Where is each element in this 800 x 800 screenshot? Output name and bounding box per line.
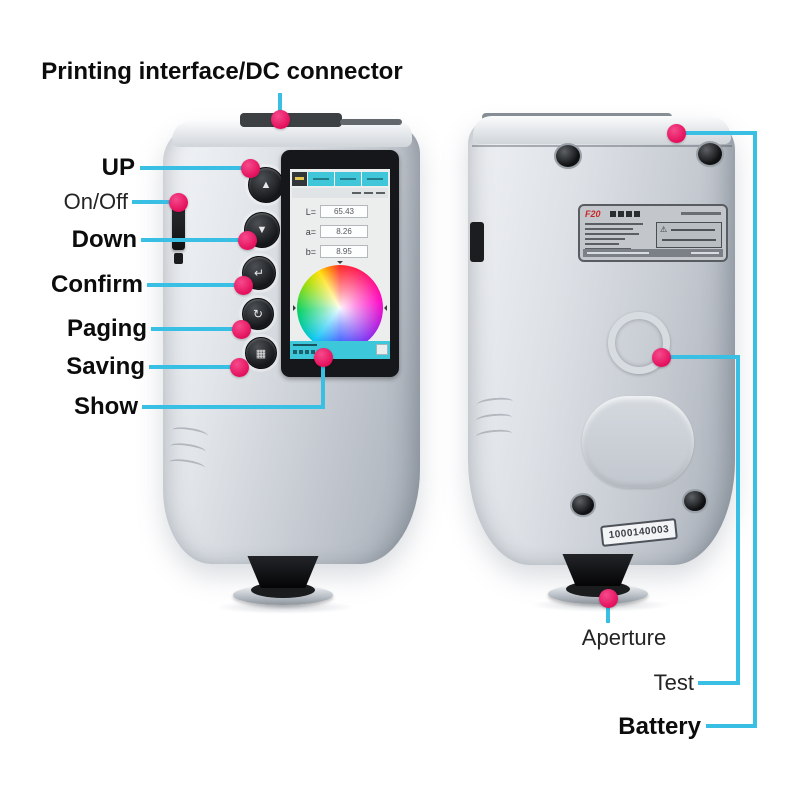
screw-icon	[684, 491, 706, 511]
screw-icon	[556, 145, 580, 167]
screen-tabs	[308, 172, 388, 186]
label-down: Down	[71, 226, 137, 253]
label-confirm: Confirm	[51, 271, 143, 298]
wheel-marker-icon	[337, 261, 343, 267]
label-paging: Paging	[66, 315, 147, 342]
power-switch-notch	[174, 253, 183, 264]
down-arrow-icon: ▼	[256, 224, 268, 236]
screen-header-bar	[292, 172, 388, 186]
marker-dot-battery	[667, 124, 686, 143]
battery-cover	[582, 396, 694, 488]
annotation-line-test	[698, 681, 740, 685]
marker-dot-up	[241, 159, 260, 178]
annotation-line-confirm	[147, 283, 243, 287]
footer-chip	[376, 344, 388, 355]
annotation-line-aperture	[606, 597, 610, 623]
test-button[interactable]	[608, 312, 670, 374]
warning-icon: ⚠	[660, 225, 668, 234]
reading-value: 65.43	[320, 205, 368, 218]
warning-box: ⚠	[656, 222, 722, 248]
saving-button[interactable]: ▦	[245, 337, 277, 369]
annotation-line-up	[140, 166, 250, 170]
wheel-marker-icon	[381, 305, 387, 311]
annotation-line-battery	[706, 724, 757, 728]
screen-mode-badge	[292, 172, 307, 186]
annotation-line-printing	[278, 93, 282, 119]
label-battery: Battery	[618, 713, 701, 740]
screw-icon	[572, 495, 594, 515]
label-printing-interface: Printing interface/DC connector	[41, 58, 403, 85]
enter-icon: ↵	[253, 266, 265, 280]
marker-dot-test	[652, 348, 671, 367]
up-arrow-icon: ▲	[260, 179, 272, 191]
annotation-line-show	[142, 405, 325, 409]
reading-label: L=	[305, 206, 316, 217]
lab-reading-row: a= 8.26	[298, 225, 382, 238]
screen-footer-bar	[290, 341, 390, 359]
marker-dot-paging	[232, 320, 251, 339]
color-wheel	[297, 265, 383, 351]
back-seam-line	[472, 145, 732, 147]
lab-reading-row: L= 65.43	[298, 205, 382, 218]
marker-dot-on-off	[169, 193, 188, 212]
label-aperture: Aperture	[581, 625, 667, 650]
annotation-line-down	[141, 238, 247, 242]
marker-dot-show	[314, 348, 333, 367]
reading-value: 8.95	[320, 245, 368, 258]
cycle-icon: ↻	[252, 307, 264, 321]
reading-label: b=	[305, 246, 316, 257]
screw-icon	[698, 143, 722, 165]
annotation-line-paging	[151, 327, 241, 331]
label-up: UP	[101, 154, 135, 181]
marker-dot-saving	[230, 358, 249, 377]
annotation-line-battery	[753, 131, 757, 728]
reading-label: a=	[305, 226, 316, 237]
annotation-line-saving	[149, 365, 239, 369]
side-switch-back-view	[470, 222, 484, 262]
color-wheel-area	[293, 261, 387, 355]
aperture-nozzle-back	[562, 554, 634, 586]
annotation-line-battery	[676, 131, 757, 135]
screen-tab	[335, 172, 361, 186]
screen-status-row	[292, 188, 388, 198]
back-device-body	[468, 118, 735, 565]
brand-logo: F20	[585, 209, 601, 219]
annotation-line-on-off	[132, 200, 177, 204]
label-show: Show	[74, 393, 138, 420]
label-test: Test	[653, 670, 694, 695]
lab-reading-row: b= 8.95	[298, 245, 382, 258]
annotation-line-test	[736, 355, 740, 685]
marker-dot-printing-interface	[271, 110, 290, 129]
screen: L= 65.43 a= 8.26 b= 8.95	[290, 169, 390, 359]
paging-button[interactable]: ↻	[242, 298, 274, 330]
nameplate-footer	[583, 249, 723, 257]
screen-tab	[308, 172, 334, 186]
screen-tab	[362, 172, 388, 186]
label-saving: Saving	[66, 353, 145, 380]
annotation-line-test	[661, 355, 740, 359]
aperture-nozzle-front	[247, 556, 319, 588]
marker-dot-aperture	[599, 589, 618, 608]
serial-number: 1000140003	[608, 523, 670, 542]
label-on-off: On/Off	[63, 189, 128, 214]
nameplate-label: F20 ⚠	[578, 204, 728, 262]
top-seam	[340, 119, 402, 125]
marker-dot-confirm	[234, 276, 253, 295]
wheel-marker-icon	[293, 305, 299, 311]
marker-dot-down	[238, 231, 257, 250]
menu-grid-icon: ▦	[255, 347, 267, 360]
reading-value: 8.26	[320, 225, 368, 238]
printing-interface-port	[240, 113, 342, 127]
back-device-top-face	[473, 116, 731, 144]
shadow	[215, 600, 355, 614]
annotation-line-show	[321, 356, 325, 409]
